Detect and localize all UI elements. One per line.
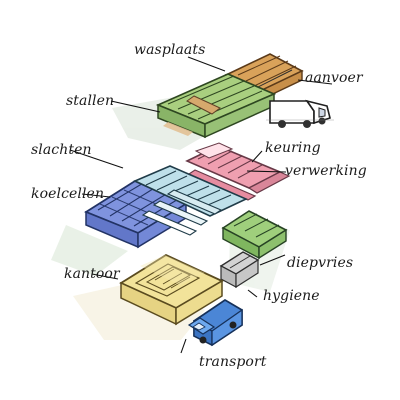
kantoor-zone	[119, 253, 224, 326]
hygiene-zone	[219, 251, 260, 289]
keuring-verwerking-zone	[185, 142, 291, 201]
label-verwerking: verwerking	[285, 163, 367, 179]
label-kantoor: kantoor	[64, 266, 120, 282]
diepvries-zone	[221, 210, 288, 260]
aanvoer-truck	[266, 99, 334, 128]
label-hygiene: hygiene	[263, 288, 320, 304]
label-slachten: slachten	[31, 142, 92, 158]
label-aanvoer: aanvoer	[305, 70, 363, 86]
label-stallen: stallen	[66, 93, 115, 109]
leader-lines	[69, 56, 333, 354]
process-hall	[133, 165, 248, 236]
label-koelcellen: koelcellen	[31, 186, 105, 202]
stallen-zone	[155, 73, 277, 139]
label-transport: transport	[199, 354, 267, 370]
label-keuring: keuring	[265, 140, 321, 156]
label-diepvries: diepvries	[287, 255, 354, 271]
label-wasplaats: wasplaats	[134, 42, 206, 58]
transport-truck	[187, 298, 243, 347]
